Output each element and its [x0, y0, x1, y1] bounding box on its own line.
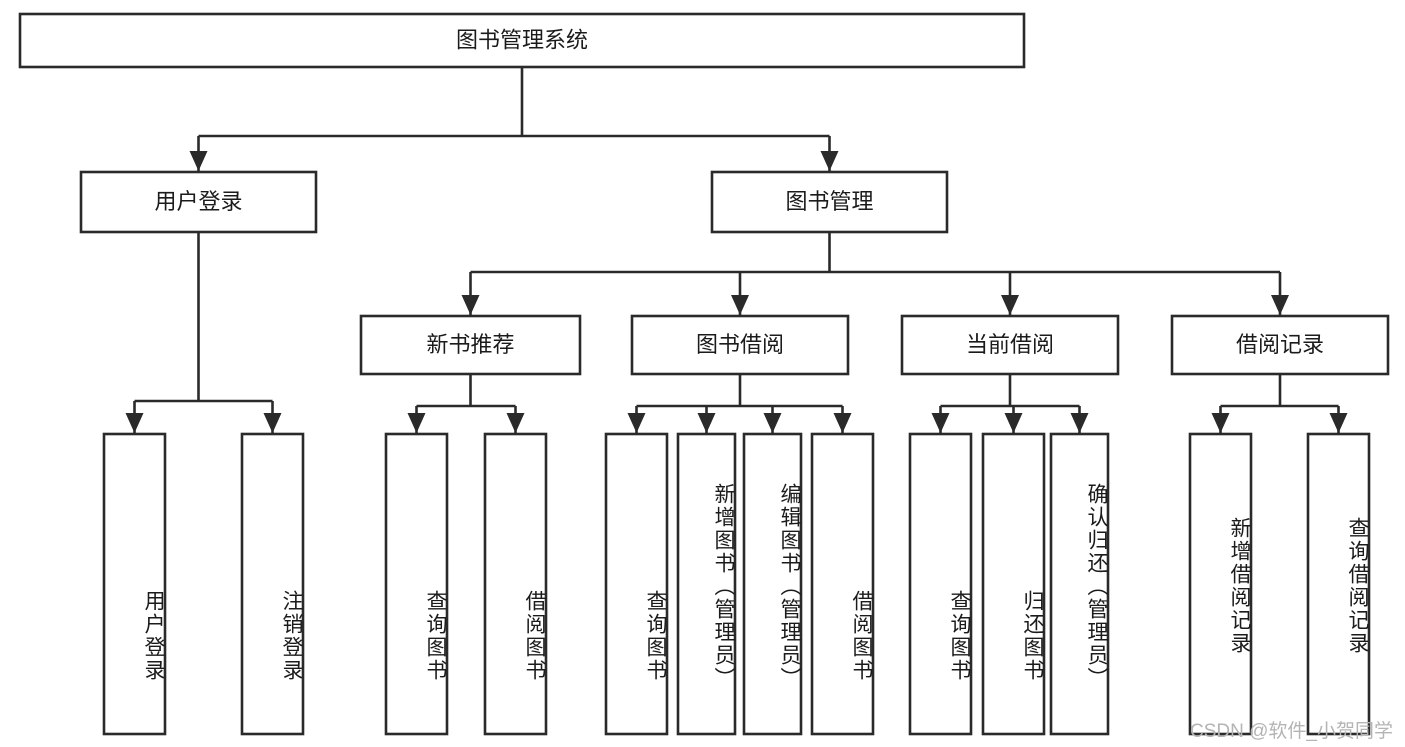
- node-box-l-query-record[interactable]: [1306, 432, 1371, 736]
- node-box-n-book-borrow[interactable]: [630, 314, 850, 376]
- boxes-layer: [18, 12, 1390, 736]
- arrow-head-icon: [627, 413, 646, 433]
- node-label-n-borrow-record: 借阅记录: [1236, 332, 1324, 357]
- arrow-head-icon: [1211, 413, 1230, 433]
- node-box-l-query-book-c[interactable]: [908, 432, 973, 736]
- arrow-head-icon: [1329, 413, 1348, 433]
- node-label-root: 图书管理系统: [456, 27, 588, 52]
- arrow-head-icon: [263, 413, 282, 433]
- node-box-l-borrow-book-a[interactable]: [483, 432, 548, 736]
- arrow-head-icon: [1001, 295, 1019, 315]
- arrow-head-icon: [1004, 413, 1023, 433]
- node-label-n-current-borrow: 当前借阅: [966, 332, 1054, 357]
- node-label-n-user-login: 用户登录: [154, 189, 242, 214]
- node-box-l-add-record[interactable]: [1188, 432, 1253, 736]
- node-box-l-return-book[interactable]: [981, 432, 1046, 736]
- node-label-n-new-book-rec: 新书推荐: [426, 332, 514, 357]
- node-box-l-user-login[interactable]: [102, 432, 167, 736]
- node-box-n-book-mgmt[interactable]: [710, 170, 949, 234]
- arrow-head-icon: [931, 413, 950, 433]
- arrow-head-icon: [125, 413, 144, 433]
- node-box-l-add-book[interactable]: [676, 432, 737, 736]
- node-label-n-book-borrow: 图书借阅: [696, 332, 784, 357]
- node-box-l-query-book-b[interactable]: [604, 432, 669, 736]
- node-box-n-borrow-record[interactable]: [1170, 314, 1390, 376]
- arrow-head-icon: [833, 413, 852, 433]
- arrow-head-icon: [1070, 413, 1089, 433]
- arrow-head-icon: [189, 151, 208, 171]
- arrow-head-icon: [506, 413, 525, 433]
- arrow-head-icon: [461, 295, 480, 315]
- arrow-head-icon: [763, 413, 782, 433]
- arrow-head-icon: [407, 413, 426, 433]
- arrow-head-icon: [1271, 295, 1289, 315]
- arrow-head-icon: [731, 295, 749, 315]
- node-box-l-logout[interactable]: [240, 432, 305, 736]
- connectors-layer: [125, 67, 1348, 433]
- node-box-root[interactable]: [18, 12, 1026, 69]
- node-box-l-confirm-return[interactable]: [1049, 432, 1110, 736]
- node-box-n-current-borrow[interactable]: [900, 314, 1120, 376]
- node-box-l-edit-book[interactable]: [742, 432, 803, 736]
- node-box-l-borrow-book-b[interactable]: [810, 432, 875, 736]
- arrow-head-icon: [697, 413, 716, 433]
- watermark-text: CSDN @软件_小贺同学: [1190, 721, 1393, 742]
- node-box-l-query-book-a[interactable]: [384, 432, 449, 736]
- node-box-n-new-book-rec[interactable]: [359, 314, 582, 376]
- arrow-head-icon: [820, 151, 839, 171]
- node-box-n-user-login[interactable]: [79, 170, 318, 234]
- node-label-n-book-mgmt: 图书管理: [785, 189, 873, 214]
